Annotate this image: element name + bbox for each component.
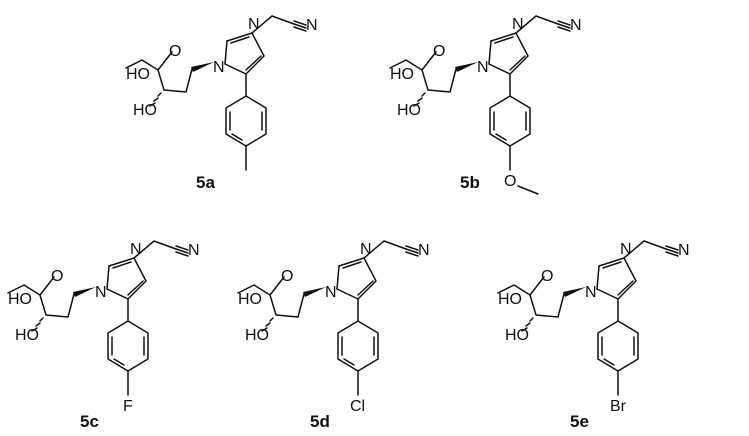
atom-n1: N — [213, 59, 225, 76]
atom-nitrile-n: N — [418, 242, 430, 259]
atom-nitrile-n: N — [306, 17, 318, 34]
atom-ring-o: O — [541, 268, 553, 285]
molecule-5b-skeleton — [389, 15, 571, 171]
compound-label: 5a — [196, 173, 215, 192]
atom-ring-o: O — [169, 43, 181, 60]
molecule-5c-skeleton — [7, 240, 189, 396]
molecule-5d-skeleton — [237, 240, 419, 396]
substituent: Br — [610, 398, 627, 415]
molecule-5e-skeleton — [497, 240, 679, 396]
molecule-5a-skeleton — [125, 15, 307, 171]
compound-label: 5c — [80, 412, 99, 431]
molecule-5c: N N O N HO HO F 5c — [7, 240, 200, 431]
compound-label: 5b — [460, 173, 480, 192]
atom-nitrile-n: N — [678, 242, 690, 259]
molecule-5a: N N O N HO HO 5a — [125, 15, 318, 192]
atom-n1: N — [585, 284, 597, 301]
atom-3-ho: HO — [245, 327, 269, 344]
atom-3-ho: HO — [15, 327, 39, 344]
atom-n1: N — [325, 284, 337, 301]
atom-n2: N — [248, 16, 260, 33]
atom-5-ho: HO — [498, 291, 522, 308]
substituent: O — [504, 173, 516, 190]
atom-5-ho: HO — [390, 66, 414, 83]
atom-n2: N — [620, 241, 632, 258]
methyl-bond — [517, 185, 539, 195]
molecule-5d: N N O N HO HO Cl 5d — [237, 240, 430, 431]
atom-n2: N — [360, 241, 372, 258]
atom-5-ho: HO — [238, 291, 262, 308]
atom-ring-o: O — [433, 43, 445, 60]
substituent: F — [123, 398, 133, 415]
substituent: Cl — [350, 398, 365, 415]
atom-5-ho: HO — [8, 291, 32, 308]
atom-5-ho: HO — [126, 66, 150, 83]
compound-label: 5e — [570, 412, 589, 431]
atom-n1: N — [95, 284, 107, 301]
atom-3-ho: HO — [505, 327, 529, 344]
atom-nitrile-n: N — [188, 242, 200, 259]
compound-label: 5d — [310, 412, 330, 431]
atom-n2: N — [130, 241, 142, 258]
atom-ring-o: O — [281, 268, 293, 285]
atom-nitrile-n: N — [570, 17, 582, 34]
atom-3-ho: HO — [397, 102, 421, 119]
atom-n2: N — [512, 16, 524, 33]
atom-n1: N — [477, 59, 489, 76]
molecule-5e: N N O N HO HO Br 5e — [497, 240, 690, 431]
molecule-5b: N N O N HO HO O 5b — [389, 15, 582, 195]
atom-3-ho: HO — [133, 102, 157, 119]
atom-ring-o: O — [51, 268, 63, 285]
